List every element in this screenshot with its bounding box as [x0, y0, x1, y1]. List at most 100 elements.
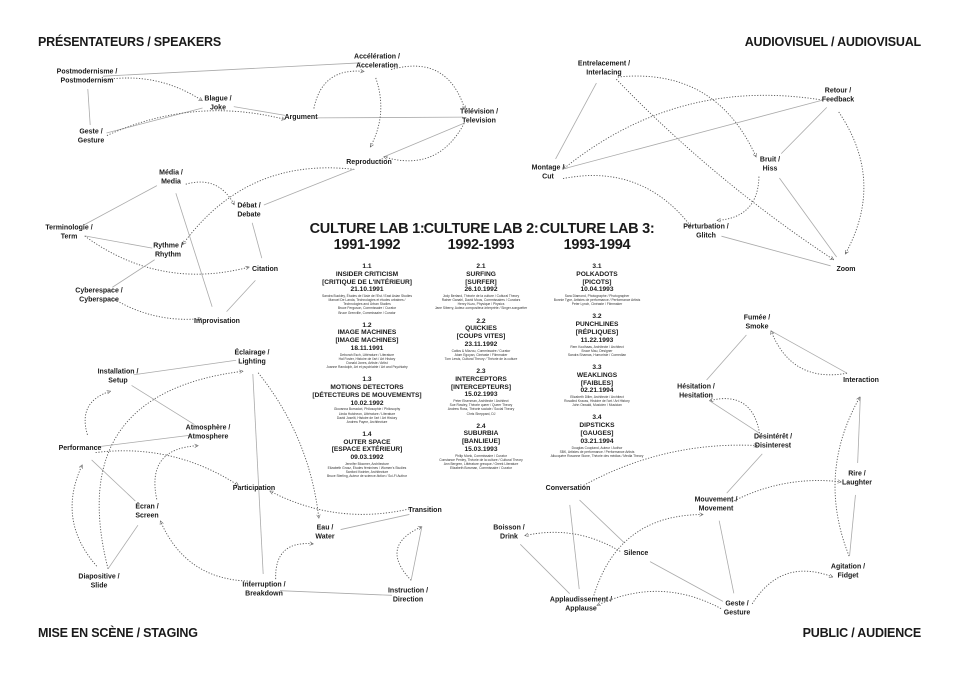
node-label: Geste / [79, 128, 103, 136]
node-postmod[interactable]: Postmodernisme /Postmodernism [57, 69, 118, 86]
session-date: 23.11.1992 [464, 340, 498, 348]
node-label: Transition [408, 506, 442, 514]
node-label: Désintérêt / [753, 433, 793, 441]
node-label: Disinterest [754, 442, 792, 449]
node-perturb[interactable]: Perturbation /Glitch [683, 224, 729, 241]
node-rythme[interactable]: Rythme /Rhythm [153, 243, 183, 260]
node-ecran[interactable]: Écran /Screen [135, 504, 158, 521]
session-fr: [SURFER] [465, 278, 497, 286]
node-label: Cyberespace / [75, 287, 123, 295]
node-entrelac[interactable]: Entrelacement /Interlacing [578, 61, 630, 78]
node-term[interactable]: Terminologie /Term [45, 225, 92, 242]
session-participant: Elizabeth Grosz, Études féminines / Wome… [327, 466, 407, 471]
node-boisson[interactable]: Boisson /Drink [493, 525, 525, 542]
node-hesit[interactable]: Hésitation /Hesitation [677, 384, 715, 401]
node-rire[interactable]: Rire /Laughter [842, 471, 872, 488]
node-transition[interactable]: Transition [408, 507, 441, 516]
node-television[interactable]: Télévision /Television [460, 109, 498, 126]
edge-diapo-perf [71, 465, 98, 567]
node-install[interactable]: Installation /Setup [98, 369, 139, 386]
session-participant: Rosalind Krauss, Histoire de l'art / Art… [564, 399, 630, 404]
node-silence[interactable]: Silence [624, 550, 649, 559]
edge-desint-hesit [709, 399, 761, 434]
lab-title-line: CULTURE LAB 2: [423, 221, 539, 237]
node-debat[interactable]: Débat /Debate [237, 203, 260, 220]
node-convers[interactable]: Conversation [546, 485, 591, 494]
node-geste1[interactable]: Geste /Gesture [78, 129, 104, 146]
node-particip[interactable]: Participation [233, 485, 275, 494]
edge-geste2-applaud [597, 590, 722, 609]
node-desint[interactable]: Désintérêt /Disinterest [754, 434, 792, 451]
node-label: Débat / [237, 202, 261, 210]
edge-entrelac-zoom [615, 78, 833, 261]
node-label: Conversation [545, 484, 591, 492]
node-eau[interactable]: Eau /Water [315, 525, 334, 542]
session-date: 10.04.1993 [580, 286, 614, 294]
edge-transition-particip [270, 490, 410, 515]
node-blague[interactable]: Blague /Joke [204, 96, 231, 113]
node-retour[interactable]: Retour /Feedback [822, 88, 854, 105]
node-diapo[interactable]: Diapositive /Slide [78, 574, 119, 591]
lab-title: CULTURE LAB 2:1992-1993 [411, 221, 551, 253]
edge-blague-argument [233, 106, 286, 116]
node-media[interactable]: Média /Media [159, 170, 183, 187]
session-participant: Donald Jones, Artiste / Artist [346, 361, 388, 366]
node-citation[interactable]: Citation [252, 266, 278, 275]
node-instruct[interactable]: Instruction /Direction [388, 588, 428, 605]
node-montage[interactable]: Montage /Cut [532, 165, 565, 182]
node-cyber[interactable]: Cyberespace /Cyberspace [75, 288, 122, 305]
edge-reproduction-debat [263, 168, 355, 206]
edge-eau-transition [340, 514, 410, 530]
node-atmos[interactable]: Atmosphère /Atmosphere [186, 425, 231, 442]
session-participant: Deborah Esch, Littérature / Literature [339, 352, 395, 357]
node-label: Television [462, 117, 496, 124]
edge-postmod-geste1 [87, 88, 91, 126]
node-label: Joke [210, 104, 226, 111]
node-label: Postmodernisme / [56, 68, 118, 76]
session-num: 3.4 [592, 414, 602, 422]
node-eclairage[interactable]: Éclairage /Lighting [234, 350, 269, 367]
node-label: Fumée / [743, 314, 771, 322]
node-bruit[interactable]: Bruit /Hiss [760, 157, 780, 174]
node-fumee[interactable]: Fumée /Smoke [744, 315, 770, 332]
edge-convers-desint [583, 445, 758, 486]
node-perf[interactable]: Performance [59, 445, 102, 454]
heading-audience: PUBLIC / AUDIENCE [802, 626, 922, 640]
edge-geste1-argument [106, 110, 285, 136]
session-participant: Tom Lewis, Cultural Theory / Théorie de … [444, 356, 518, 361]
node-geste2[interactable]: Geste /Gesture [724, 601, 750, 618]
edge-cyber-improv [114, 299, 202, 319]
node-argument[interactable]: Argument [284, 114, 317, 123]
session-participant: Linda Hutcheon, Littérature / Literature [338, 411, 396, 416]
node-accel[interactable]: Accélération /Acceleration [354, 54, 400, 71]
session-title: MOTIONS DETECTORS [330, 384, 404, 392]
session-participant: Jennifer Bloomer, Architecture [345, 461, 389, 466]
node-label: Geste / [725, 600, 749, 608]
node-label: Blague / [204, 95, 232, 103]
edge-bruit-perturb [717, 176, 760, 221]
session-date: 11.22.1993 [580, 336, 614, 344]
edge-boisson-applaud [520, 544, 570, 594]
node-label: Setup [108, 377, 128, 384]
node-label: Rhythm [154, 251, 182, 258]
session-num: 3.2 [592, 313, 602, 321]
node-zoom[interactable]: Zoom [836, 266, 855, 275]
node-interaction[interactable]: Interaction [843, 377, 879, 386]
edge-entrelac-bruit [617, 75, 756, 157]
session-participant: Rainer Ganahl, David Moos, Commissaires … [441, 298, 521, 303]
session-participant: Atom Egoyan, Cinéaste / Filmmaker [454, 352, 508, 357]
session-participant: Peter Lynch, Cinéaste / Filmmaker [571, 302, 623, 307]
node-improv[interactable]: Improvisation [194, 318, 240, 327]
node-mouvement[interactable]: Mouvement /Movement [695, 497, 738, 514]
session-participant: Technologies and Urban Studies [343, 302, 391, 307]
edge-interrupt-eau [275, 544, 314, 580]
node-agitation[interactable]: Agitation /Fidget [831, 564, 865, 581]
node-applaud[interactable]: Applaudissement /Applause [550, 597, 612, 614]
node-interrupt[interactable]: Interruption /Breakdown [242, 582, 285, 599]
node-reproduction[interactable]: Reproduction [346, 159, 392, 168]
node-label: Silence [623, 549, 649, 557]
